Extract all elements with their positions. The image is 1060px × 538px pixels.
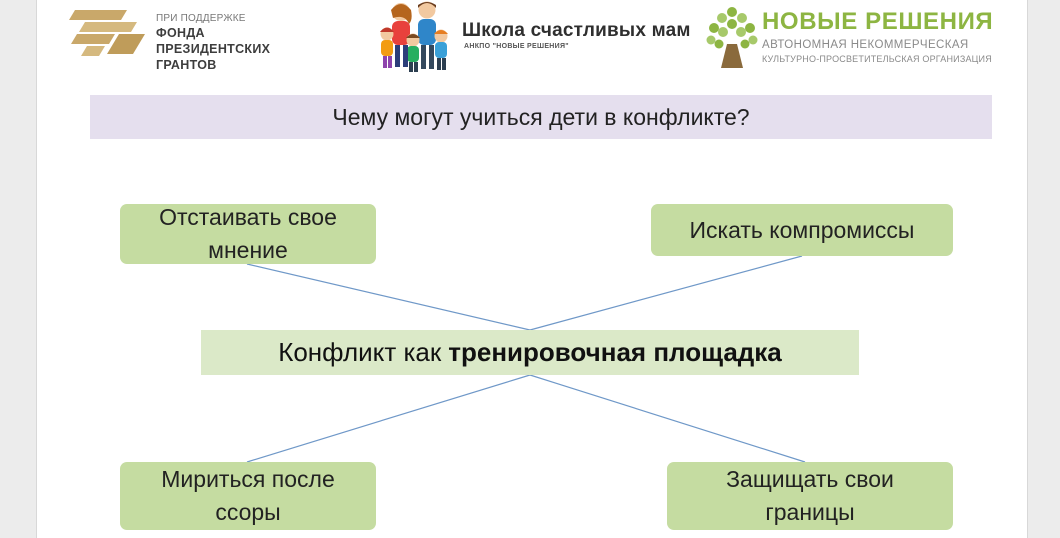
node-protect-boundaries: Защищать свои границы [667, 462, 953, 530]
slide: ПРИ ПОДДЕРЖКЕ ФОНДА ПРЕЗИДЕНТСКИХ ГРАНТО… [36, 0, 1028, 538]
center-concept-normal: Конфликт как [278, 337, 441, 368]
connector-top-left [247, 264, 530, 330]
center-concept-bold: тренировочная площадка [448, 337, 782, 368]
node-defend-opinion-line1: Отстаивать свое [159, 201, 337, 234]
node-reconcile-line1: Мириться после [161, 463, 334, 496]
connector-bottom-right [530, 375, 805, 462]
node-reconcile-line2: ссоры [161, 496, 334, 529]
connector-lines [37, 0, 1029, 538]
node-defend-opinion-line2: мнение [159, 234, 337, 267]
node-defend-opinion: Отстаивать свое мнение [120, 204, 376, 264]
node-protect-boundaries-line2: границы [726, 496, 894, 529]
node-protect-boundaries-line1: Защищать свои [726, 463, 894, 496]
connector-top-right [530, 256, 802, 330]
node-seek-compromise: Искать компромиссы [651, 204, 953, 256]
node-seek-compromise-line1: Искать компромиссы [690, 214, 915, 247]
connector-bottom-left [247, 375, 530, 462]
node-reconcile: Мириться после ссоры [120, 462, 376, 530]
